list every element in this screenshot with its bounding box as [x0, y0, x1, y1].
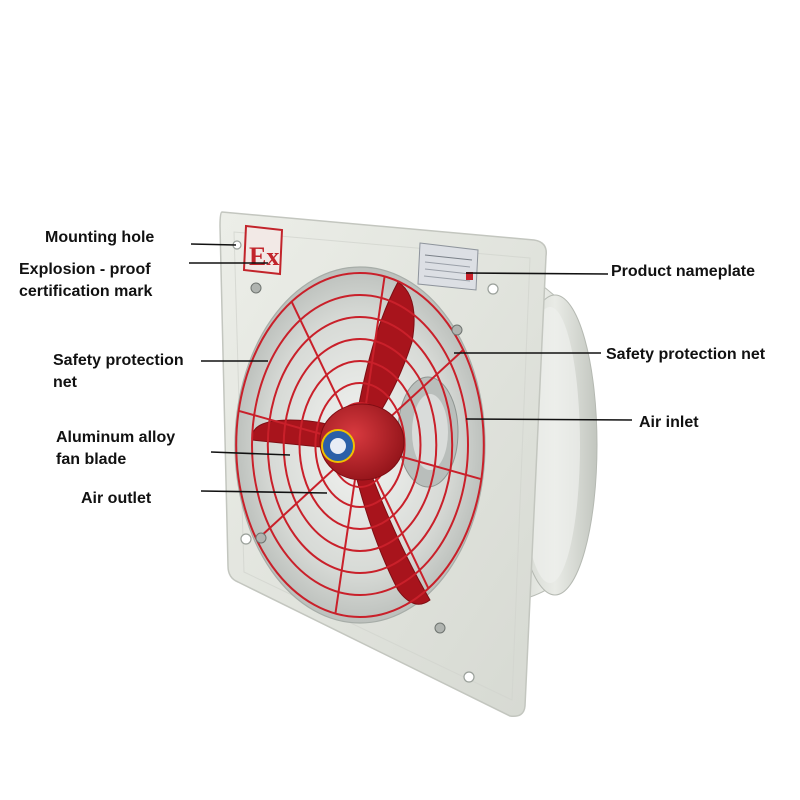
leader-lines [189, 243, 633, 494]
grille-ring [314, 382, 406, 508]
label-safety-net-left: Safety protection net [53, 350, 184, 394]
mounting-hole-icon [240, 533, 252, 545]
grille-ring [235, 272, 485, 618]
leader-line-nameplate [465, 272, 609, 275]
label-aluminum-fan-blade: Aluminum alloy fan blade [56, 427, 175, 471]
label-air-outlet: Air outlet [81, 490, 152, 507]
nameplate-ex-icon [466, 272, 473, 280]
grille-ring [282, 338, 438, 552]
screw-icon [250, 282, 262, 294]
ex-certification-mark: Ex [242, 224, 284, 276]
mounting-holes [232, 240, 499, 683]
product-nameplate [417, 242, 479, 291]
label-line: Safety protection [53, 352, 184, 369]
label-line: fan blade [56, 451, 127, 468]
mounting-hole-icon [487, 283, 499, 295]
screw-icon [434, 622, 446, 634]
leader-line-air-inlet [465, 418, 633, 421]
screw-icon [451, 324, 463, 336]
label-explosion-proof-mark: Explosion - proof certification mark [19, 259, 152, 303]
label-product-nameplate: Product nameplate [611, 263, 756, 280]
mounting-hole-icon [463, 671, 475, 683]
grille-ring [266, 316, 454, 574]
label-line: certification mark [19, 283, 153, 300]
label-safety-net-right: Safety protection net [606, 346, 766, 363]
label-mounting-hole: Mounting hole [45, 229, 155, 246]
label-air-inlet: Air inlet [639, 414, 699, 431]
ex-mark-text: Ex [249, 242, 279, 271]
leader-line-fan-blade [210, 451, 291, 456]
grille-screws [250, 282, 463, 634]
screw-icon [255, 532, 267, 544]
fan-hub [319, 403, 405, 481]
leader-line-mounting-hole [190, 243, 237, 246]
grille-ring [251, 294, 469, 596]
grille-ring [298, 360, 422, 530]
label-line: net [53, 374, 77, 391]
label-line: Aluminum alloy [56, 429, 176, 446]
label-line: Explosion - proof [19, 261, 151, 278]
leader-line-air-outlet [200, 490, 328, 494]
